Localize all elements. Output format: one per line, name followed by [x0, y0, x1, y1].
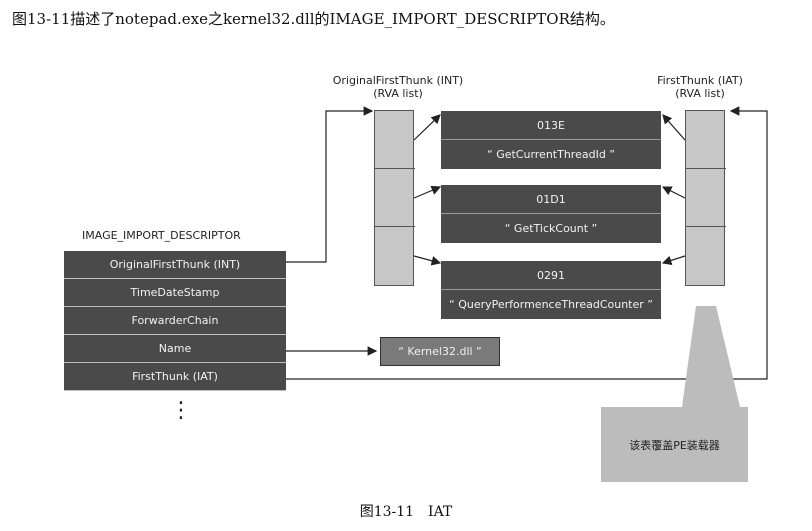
descriptor-row-first-thunk: FirstThunk (IAT) — [64, 363, 286, 391]
function-hint: 01D1 — [441, 185, 661, 214]
function-hint: 0291 — [441, 261, 661, 290]
iat-entry — [686, 227, 726, 285]
int-label: OriginalFirstThunk (INT) (RVA list) — [332, 74, 464, 100]
int-entry — [375, 111, 415, 169]
function-hint: 013E — [441, 111, 661, 140]
int-fn-arrow — [413, 114, 441, 141]
int-entry — [375, 227, 415, 285]
int-entry — [375, 169, 415, 227]
iat-label: FirstThunk (IAT) (RVA list) — [657, 74, 743, 100]
int-column — [374, 110, 415, 286]
iat-fn-arrow — [661, 186, 686, 199]
callout-pointer — [682, 306, 740, 407]
continuation-dots: ⋮ — [170, 398, 192, 423]
function-box: 01D1 “ GetTickCount ” — [441, 185, 661, 243]
iat-connector — [286, 106, 768, 380]
iat-entry — [686, 169, 726, 227]
iat-entry — [686, 111, 726, 169]
iat-column — [685, 110, 726, 286]
figure-caption: 图13-11 IAT — [359, 504, 453, 520]
callout-box: 该表覆盖PE装载器 — [601, 407, 748, 482]
int-fn-arrow — [413, 185, 442, 199]
function-name: “ QueryPerformenceThreadCounter ” — [449, 298, 653, 311]
dll-name-box: “ Kernel32.dll ” — [380, 337, 500, 366]
descriptor-title: IMAGE_IMPORT_DESCRIPTOR — [82, 229, 241, 242]
descriptor-row-forwarder-chain: ForwarderChain — [64, 307, 286, 335]
int-connector — [286, 106, 374, 263]
function-name: “ GetCurrentThreadId ” — [487, 148, 615, 161]
descriptor-row-name: Name — [64, 335, 286, 363]
function-name: “ GetTickCount ” — [504, 222, 598, 235]
function-box: 013E “ GetCurrentThreadId ” — [441, 111, 661, 169]
descriptor-row-original-first-thunk: OriginalFirstThunk (INT) — [64, 251, 286, 279]
descriptor-row-time-date-stamp: TimeDateStamp — [64, 279, 286, 307]
iat-fn-arrow — [661, 255, 686, 266]
iat-fn-arrow — [662, 114, 686, 141]
int-fn-arrow — [413, 255, 442, 266]
intro-paragraph: 图13-11描述了notepad.exe之kernel32.dll的IMAGE_… — [12, 10, 615, 28]
function-box: 0291 “ QueryPerformenceThreadCounter ” — [441, 261, 661, 319]
